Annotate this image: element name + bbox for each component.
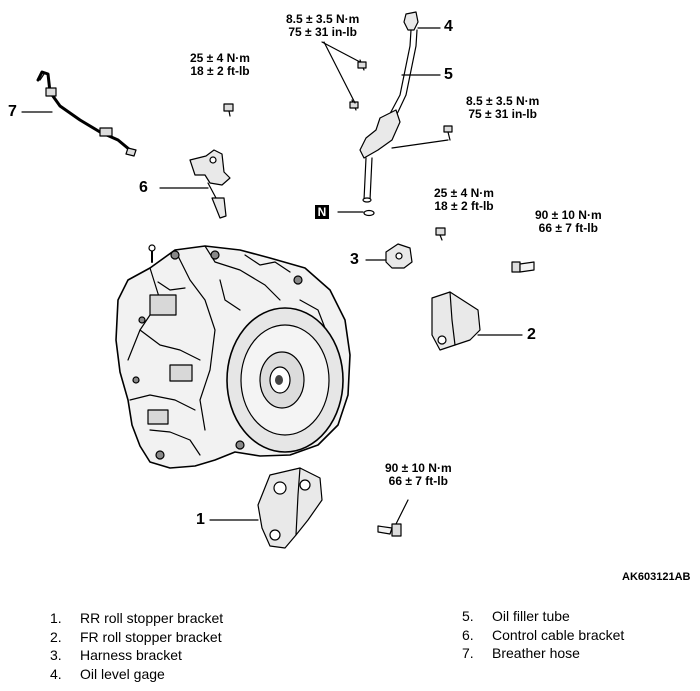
legend-label: Control cable bracket [492, 626, 625, 643]
torque-nm: 90 ± 10 N·m [385, 461, 452, 475]
bolt [323, 41, 359, 111]
oil-level-gage-and-filler-tube [359, 11, 449, 203]
torque-imperial: 18 ± 2 ft-lb [190, 64, 250, 78]
torque-imperial: 66 ± 7 ft-lb [538, 221, 598, 235]
legend-right-column: 5. Oil filler tube 6. Control cable bracke… [462, 607, 624, 663]
torque-nm: 90 ± 10 N·m [535, 208, 602, 222]
torque-imperial: 75 ± 31 in-lb [468, 107, 537, 121]
legend-label: Breather hose [492, 645, 580, 661]
legend-number: 6. [462, 626, 474, 643]
legend-number: 5. [462, 608, 474, 624]
torque-nm: 8.5 ± 3.5 N·m [286, 12, 360, 26]
torque-imperial: 66 ± 7 ft-lb [388, 474, 448, 488]
o-ring [363, 209, 375, 217]
torque-spec-filler-tube-bolt: 8.5 ± 3.5 N·m 75 ± 31 in-lb [466, 95, 539, 121]
bolt [511, 261, 535, 273]
torque-spec-rr-bracket-bolt: 90 ± 10 N·m 66 ± 7 ft-lb [385, 462, 452, 488]
legend-item: 7. Breather hose [462, 644, 624, 663]
legend-item: 1. RR roll stopper bracket [50, 609, 223, 628]
fr-roll-stopper-bracket [431, 291, 523, 351]
transaxle-assembly [115, 244, 351, 469]
legend-number: 3. [50, 647, 62, 663]
callout-4: 4 [444, 18, 453, 35]
legend-label: Oil level gage [80, 665, 165, 682]
torque-spec-bracket-bolt: 25 ± 4 N·m 18 ± 2 ft-lb [190, 52, 250, 78]
bolt [435, 227, 446, 241]
legend-label: Harness bracket [80, 647, 182, 663]
legend-item: 2. FR roll stopper bracket [50, 628, 223, 647]
callout-5: 5 [444, 66, 453, 83]
callout-7: 7 [8, 103, 17, 120]
bolt [443, 125, 453, 141]
torque-spec-harness-bolt: 25 ± 4 N·m 18 ± 2 ft-lb [434, 187, 494, 213]
bolt [377, 499, 409, 537]
legend-label: FR roll stopper bracket [80, 628, 222, 645]
torque-nm: 25 ± 4 N·m [190, 51, 250, 65]
legend-label: Oil filler tube [492, 608, 570, 624]
torque-imperial: 18 ± 2 ft-lb [434, 199, 494, 213]
bolt [223, 103, 234, 117]
legend-number: 2. [50, 628, 62, 645]
torque-spec-fr-bracket-bolt: 90 ± 10 N·m 66 ± 7 ft-lb [535, 209, 602, 235]
breather-hose [21, 70, 137, 157]
bolt [321, 41, 367, 71]
callout-6: 6 [139, 179, 148, 196]
legend-number: 4. [50, 665, 62, 682]
torque-spec-oil-gage-bolts: 8.5 ± 3.5 N·m 75 ± 31 in-lb [286, 13, 359, 39]
figure-id: AK603121AB [622, 571, 691, 583]
exploded-view-diagram [21, 11, 535, 549]
callout-1: 1 [196, 511, 205, 528]
rr-roll-stopper-bracket [209, 467, 323, 549]
legend-left-column: 1. RR roll stopper bracket 2. FR roll stop… [50, 609, 223, 683]
legend-label: RR roll stopper bracket [80, 610, 224, 626]
non-reusable-part-badge: N [315, 205, 329, 219]
legend-item: 5. Oil filler tube [462, 607, 624, 626]
torque-imperial: 75 ± 31 in-lb [288, 25, 357, 39]
legend-item: 4. Oil level gage [50, 665, 223, 684]
control-cable-bracket [159, 149, 231, 219]
harness-bracket [365, 243, 413, 269]
legend-item: 3. Harness bracket [50, 646, 223, 665]
callout-2: 2 [527, 326, 536, 343]
legend-number: 1. [50, 610, 62, 626]
legend-number: 7. [462, 645, 474, 661]
callout-3: 3 [350, 251, 359, 268]
legend-item: 6. Control cable bracket [462, 626, 624, 645]
torque-nm: 25 ± 4 N·m [434, 186, 494, 200]
torque-nm: 8.5 ± 3.5 N·m [466, 94, 540, 108]
